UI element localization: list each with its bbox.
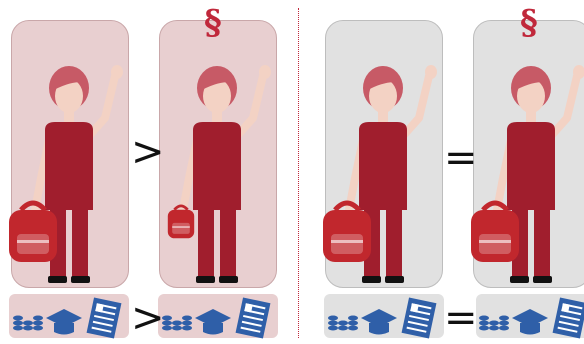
coins-icon xyxy=(479,316,509,331)
child-figure-left-1 xyxy=(9,65,123,283)
resources-icons-right-2 xyxy=(479,297,584,338)
graduation-cap-icon xyxy=(46,309,82,335)
graduation-cap-icon xyxy=(512,309,548,335)
document-icon xyxy=(402,297,437,338)
resources-icons-left-2 xyxy=(162,297,270,338)
resources-icons-right-1 xyxy=(328,297,436,338)
coins-icon xyxy=(162,316,192,331)
backpack-icon xyxy=(9,203,57,262)
document-icon xyxy=(236,297,271,338)
coins-icon xyxy=(13,316,43,331)
child-figure-left-2 xyxy=(168,65,271,283)
coins-icon xyxy=(328,316,358,331)
resources-icons-left-1 xyxy=(13,297,121,338)
graduation-cap-icon xyxy=(361,309,397,335)
child-figure-right-2 xyxy=(471,65,584,283)
backpack-icon xyxy=(168,206,194,238)
backpack-icon xyxy=(471,203,519,262)
document-icon xyxy=(553,297,584,338)
graduation-cap-icon xyxy=(195,309,231,335)
backpack-icon xyxy=(323,203,371,262)
child-figure-right-1 xyxy=(323,65,437,283)
document-icon xyxy=(87,297,122,338)
